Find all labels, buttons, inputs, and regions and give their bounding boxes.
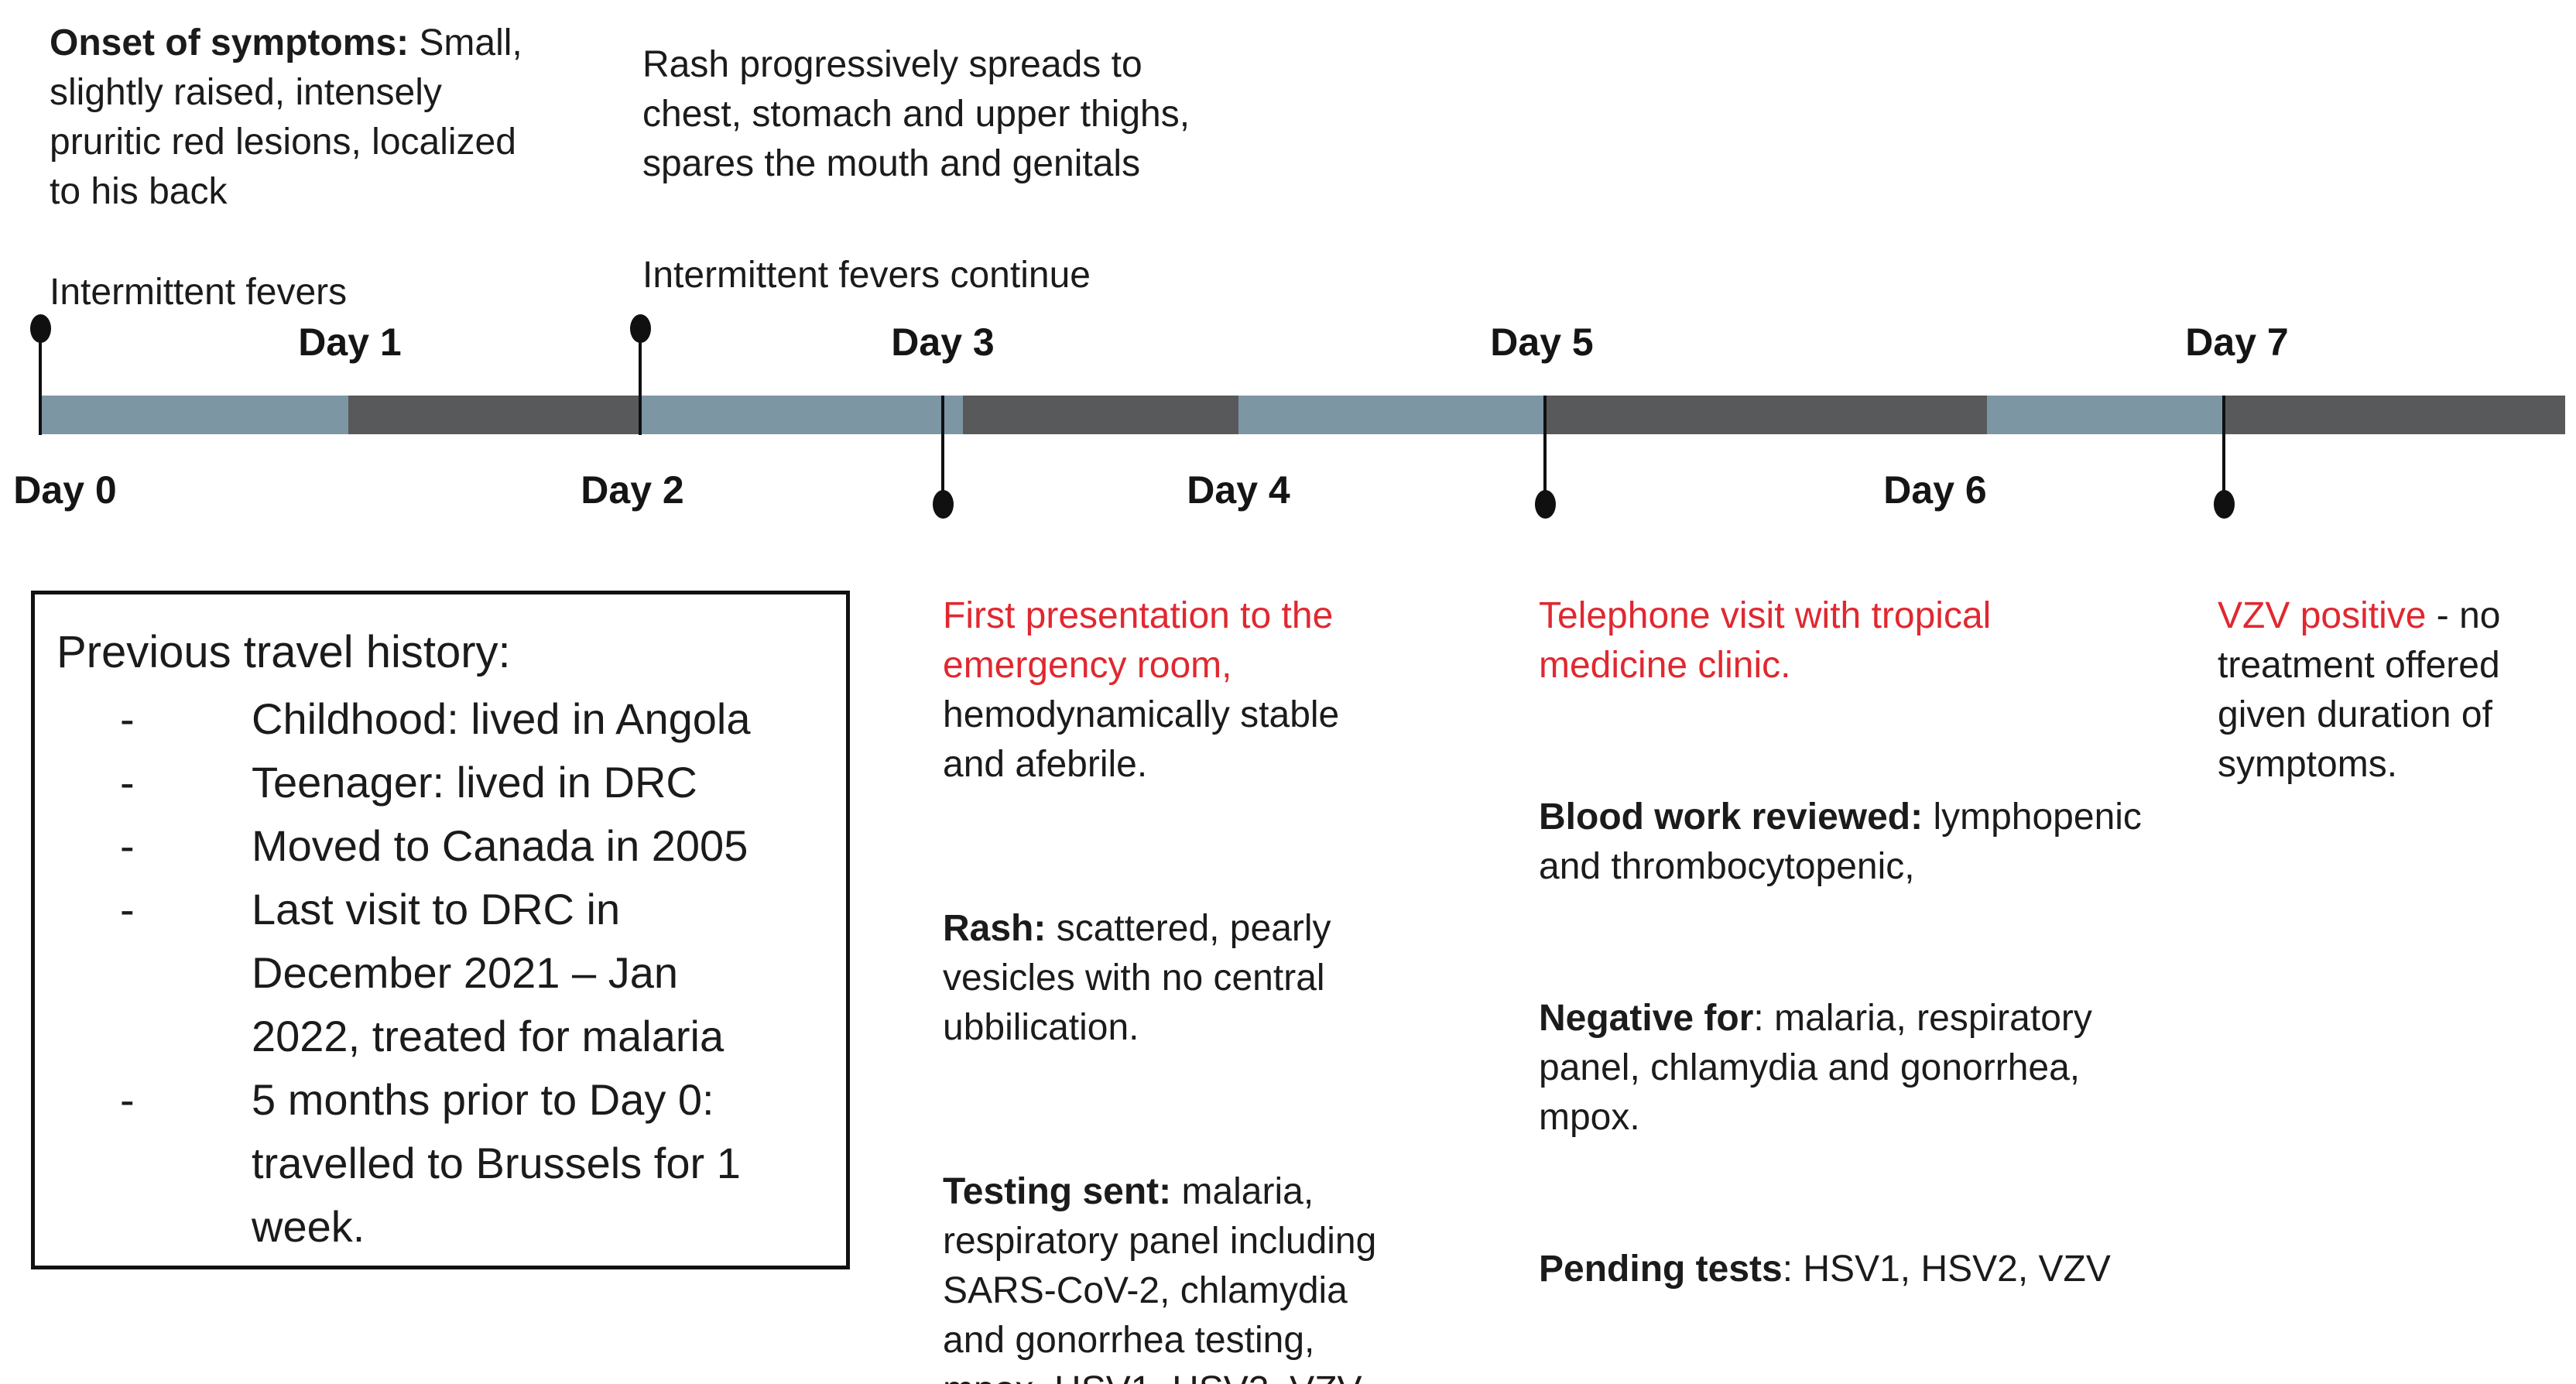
- day6-event-column: Telephone visit with tropical medicine c…: [1539, 542, 2235, 1384]
- day6-negative-paragraph: Negative for: malaria, respiratory panel…: [1539, 994, 2235, 1142]
- rash-spread-note: Rash progressively spreads to chest, sto…: [642, 44, 1190, 184]
- bullet-dash: -: [120, 885, 135, 934]
- travel-history-item: - Childhood: lived in Angola: [57, 687, 834, 751]
- travel-history-item-text: Moved to Canada in 2005: [252, 821, 748, 870]
- day4-presentation-text: hemodynamically stable and afebrile.: [943, 694, 1340, 785]
- day4-presentation-paragraph: First presentation to the emergency room…: [943, 591, 1508, 790]
- travel-history-item-text: 5 months prior to Day 0: travelled to Br…: [252, 1075, 741, 1251]
- day-label-0: Day 0: [13, 468, 117, 512]
- travel-history-item-text: Last visit to DRC in December 2021 – Jan…: [252, 885, 724, 1060]
- day6-bloodwork-label: Blood work reviewed:: [1539, 796, 1923, 838]
- timeline-segment-day0-1: [40, 396, 348, 434]
- intermittent-fevers-note: Intermittent fevers: [50, 272, 348, 313]
- day-label-2: Day 2: [581, 468, 684, 512]
- day4-testing-paragraph: Testing sent: malaria, respiratory panel…: [943, 1167, 1508, 1384]
- day4-testing-label: Testing sent:: [943, 1171, 1172, 1212]
- travel-history-box: Previous travel history: - Childhood: liv…: [31, 591, 850, 1269]
- intermittent-fevers-continue-note: Intermittent fevers continue: [642, 255, 1091, 296]
- day6-pending-paragraph: Pending tests: HSV1, HSV2, VZV: [1539, 1245, 2235, 1294]
- timeline-segment-day5-6: [1545, 396, 1987, 434]
- day0-marker-dot: [30, 314, 51, 343]
- bullet-dash: -: [120, 694, 135, 743]
- day-label-3: Day 3: [891, 320, 995, 364]
- day4-rash-label: Rash:: [943, 908, 1046, 949]
- day4-presentation-highlight: First presentation to the emergency room…: [943, 595, 1334, 686]
- bullet-dash: -: [120, 758, 135, 807]
- day4-event-column: First presentation to the emergency room…: [943, 542, 1508, 1384]
- day-label-6: Day 6: [1883, 468, 1987, 512]
- timeline-segment-day4-5: [1238, 396, 1545, 434]
- day-label-5: Day 5: [1490, 320, 1594, 364]
- timeline-segment-day7-end: [2224, 396, 2565, 434]
- day2-marker-stem: [639, 325, 642, 435]
- day-label-7: Day 7: [2185, 320, 2289, 364]
- day7-result-highlight: VZV positive: [2218, 595, 2427, 636]
- day6-pending-label: Pending tests: [1539, 1249, 1783, 1290]
- day2-marker-dot: [630, 314, 651, 343]
- travel-history-item: - Last visit to DRC in December 2021 – Ja…: [57, 878, 834, 1068]
- onset-note-text: Small, slightly raised, intensely prurit…: [50, 22, 522, 212]
- day6-telephone-paragraph: Telephone visit with tropical medicine c…: [1539, 591, 2235, 690]
- timeline-segment-day6-7: [1987, 396, 2224, 434]
- day4-rash-paragraph: Rash: scattered, pearly vesicles with no…: [943, 904, 1508, 1053]
- day-label-4: Day 4: [1187, 468, 1290, 512]
- travel-history-item: - 5 months prior to Day 0: travelled to B…: [57, 1068, 834, 1259]
- travel-history-item-text: Childhood: lived in Angola: [252, 694, 751, 743]
- day7-marker-stem: [2222, 396, 2225, 504]
- day-label-1: Day 1: [298, 320, 402, 364]
- day4-rash-text: scattered, pearly vesicles with no centr…: [943, 908, 1331, 1048]
- day7-result-text: - no treatment offered given duration of…: [2218, 595, 2501, 785]
- travel-history-title: Previous travel history:: [57, 627, 511, 677]
- day3-marker-stem: [941, 396, 944, 504]
- timeline-segment-day3-4: [963, 396, 1238, 434]
- travel-history-item: - Moved to Canada in 2005: [57, 814, 834, 878]
- day7-result-paragraph: VZV positive - no treatment offered give…: [2218, 591, 2576, 790]
- day6-negative-text: : malaria, respiratory panel, chlamydia …: [1539, 998, 2092, 1138]
- onset-note: Onset of symptoms: Small, slightly raise…: [50, 19, 638, 217]
- day6-telephone-highlight: Telephone visit with tropical medicine c…: [1539, 595, 1992, 686]
- travel-history-item: - Teenager: lived in DRC: [57, 751, 834, 814]
- day6-pending-text: : HSV1, HSV2, VZV: [1782, 1249, 2111, 1290]
- day5-marker-stem: [1543, 396, 1547, 504]
- day3-marker-dot: [933, 490, 954, 519]
- day7-marker-dot: [2214, 490, 2235, 519]
- timeline-segment-day1-2: [348, 396, 640, 434]
- day4-testing-text: malaria, respiratory panel including SAR…: [943, 1171, 1377, 1384]
- bullet-dash: -: [120, 821, 135, 870]
- day6-bloodwork-paragraph: Blood work reviewed: lymphopenic and thr…: [1539, 793, 2235, 892]
- bullet-dash: -: [120, 1075, 135, 1124]
- travel-history-item-text: Teenager: lived in DRC: [252, 758, 697, 807]
- day6-negative-label: Negative for: [1539, 998, 1754, 1039]
- day7-event-column: VZV positive - no treatment offered give…: [2218, 542, 2576, 904]
- timeline-segment-day2-3: [640, 396, 963, 434]
- day0-marker-stem: [39, 325, 42, 435]
- day6-bloodwork-text: lymphopenic and thrombocytopenic,: [1539, 796, 2142, 887]
- day5-marker-dot: [1535, 490, 1556, 519]
- onset-note-lead: Onset of symptoms:: [50, 22, 409, 63]
